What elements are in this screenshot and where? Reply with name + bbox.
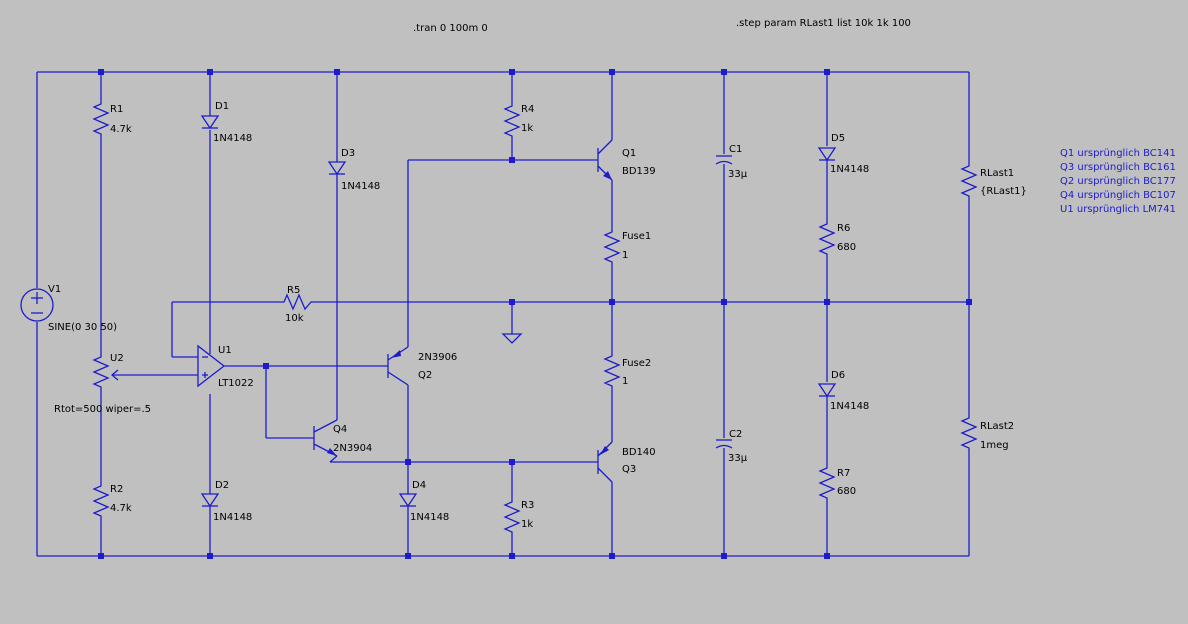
note-q4: Q4 ursprünglich BC107 [1060,190,1176,201]
r3-label: R3 [521,500,534,511]
tran-directive[interactable]: .tran 0 100m 0 [413,23,488,34]
d6-value: 1N4148 [830,401,869,412]
q4-transistor-symbol[interactable] [313,419,338,457]
v1-value: SINE(0 30 50) [48,322,117,333]
c1-capacitor-symbol[interactable] [715,155,733,165]
wires [36,71,970,557]
r1-resistor-symbol[interactable] [92,98,110,140]
r6-resistor-symbol[interactable] [818,218,836,256]
c2-capacitor-symbol[interactable] [715,439,733,449]
q4-value: 2N3904 [333,443,372,454]
r1-value: 4.7k [110,124,132,135]
d6-label: D6 [831,370,845,381]
q3-label: Q3 [622,464,636,475]
u2-potentiometer-symbol[interactable] [92,352,119,392]
rlast2-resistor-symbol[interactable] [960,412,978,452]
note-q3: Q3 ursprünglich BC161 [1060,162,1176,173]
d3-label: D3 [341,148,355,159]
note-q2: Q2 ursprünglich BC177 [1060,176,1176,187]
d2-diode-symbol[interactable] [200,490,220,510]
r4-label: R4 [521,104,534,115]
r4-value: 1k [521,123,533,134]
d4-value: 1N4148 [410,512,449,523]
note-u1: U1 ursprünglich LM741 [1060,204,1176,215]
q2-value: 2N3906 [418,352,457,363]
fuse2-label: Fuse2 [622,358,651,369]
u2-value: Rtot=500 wiper=.5 [54,404,151,415]
d5-value: 1N4148 [830,164,869,175]
c1-label: C1 [729,144,742,155]
c2-label: C2 [729,429,742,440]
d1-diode-symbol[interactable] [200,110,220,130]
r2-resistor-symbol[interactable] [92,480,110,520]
r6-label: R6 [837,223,850,234]
d2-value: 1N4148 [213,512,252,523]
q3-value: BD140 [622,447,656,458]
c1-value: 33µ [728,169,748,180]
rlast2-label: RLast2 [980,421,1014,432]
note-q1: Q1 ursprünglich BC141 [1060,148,1176,159]
ground-symbol [501,333,523,344]
step-directive[interactable]: .step param RLast1 list 10k 1k 100 [736,18,911,29]
r4-resistor-symbol[interactable] [503,100,521,140]
fuse2-symbol[interactable] [603,352,621,388]
u2-label: U2 [110,353,124,364]
u1-opamp-symbol[interactable] [197,344,226,388]
d3-diode-symbol[interactable] [327,158,347,178]
d1-label: D1 [215,101,229,112]
r7-label: R7 [837,468,850,479]
d6-diode-symbol[interactable] [817,383,837,398]
d4-label: D4 [412,480,426,491]
q3-transistor-symbol[interactable] [597,441,613,483]
u1-value: LT1022 [218,378,254,389]
d2-label: D2 [215,480,229,491]
r5-value: 10k [285,313,304,324]
r3-value: 1k [521,519,533,530]
v1-source-symbol[interactable] [20,288,54,322]
d4-diode-symbol[interactable] [398,490,418,510]
r3-resistor-symbol[interactable] [503,496,521,536]
junctions [98,69,972,559]
q1-value: BD139 [622,166,656,177]
r2-value: 4.7k [110,503,132,514]
r1-label: R1 [110,104,123,115]
d3-value: 1N4148 [341,181,380,192]
q4-label: Q4 [333,424,347,435]
r6-value: 680 [837,242,856,253]
rlast1-label: RLast1 [980,168,1014,179]
q1-transistor-symbol[interactable] [597,139,613,181]
r7-resistor-symbol[interactable] [818,462,836,500]
d5-label: D5 [831,133,845,144]
v1-label: V1 [48,284,61,295]
q2-label: Q2 [418,370,432,381]
fuse1-symbol[interactable] [603,228,621,264]
r7-value: 680 [837,486,856,497]
fuse1-label: Fuse1 [622,231,651,242]
d5-diode-symbol[interactable] [817,147,837,162]
rlast1-value: {RLast1} [980,186,1027,197]
r5-resistor-symbol[interactable] [278,293,312,311]
rlast2-value: 1meg [980,440,1009,451]
c2-value: 33µ [728,453,748,464]
fuse1-value: 1 [622,250,628,261]
q2-transistor-symbol[interactable] [387,346,409,386]
u1-label: U1 [218,345,232,356]
r2-label: R2 [110,484,123,495]
rlast1-resistor-symbol[interactable] [960,162,978,198]
r5-label: R5 [287,285,300,296]
q1-label: Q1 [622,148,636,159]
fuse2-value: 1 [622,376,628,387]
d1-value: 1N4148 [213,133,252,144]
